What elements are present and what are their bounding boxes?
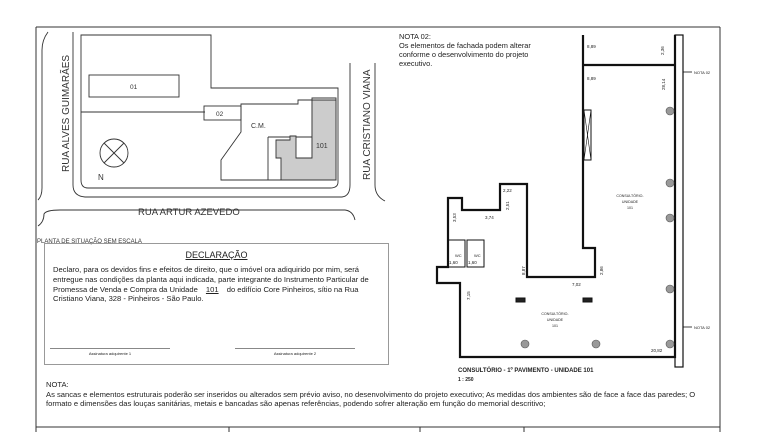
dim-top-width-2: 8,89 [587, 76, 596, 81]
declaration-title: DECLARAÇÃO [185, 250, 248, 260]
nota-02-marker-bottom: NOTA 02 [694, 325, 711, 330]
floor-plan [435, 34, 692, 368]
nota: NOTA: As sancas e elementos estruturais … [46, 380, 706, 409]
building-01 [88, 74, 180, 98]
dim-374: 3,74 [485, 215, 494, 220]
dim-353: 3,53 [452, 213, 457, 222]
signature-line-1[interactable]: Assinatura adquirente 1 [50, 348, 170, 356]
dim-bottom-width: 20,82 [651, 348, 663, 353]
signature-line-2[interactable]: Assinatura adquirente 2 [235, 348, 355, 356]
building-01-label: 01 [130, 84, 138, 91]
dim-right-height: 28,14 [661, 78, 666, 90]
dim-887: 8,87 [521, 266, 526, 275]
dim-715: 7,15 [466, 291, 471, 300]
street-curb-right [374, 63, 386, 202]
room-upper-line-1: CONSULTÓRIO- [616, 193, 644, 198]
street-curb-bottom [37, 209, 356, 227]
unit-walls [435, 35, 677, 359]
dim-top-depth: 2,36 [660, 46, 665, 55]
room-lower-line-1: CONSULTÓRIO- [541, 311, 569, 316]
cm-label: C.M. [251, 123, 266, 130]
room-upper-line-2: UNIDADE [622, 200, 639, 204]
nota-02-text: Os elementos de fachada podem alterar co… [399, 41, 531, 68]
street-left-label: RUA ALVES GUIMARÃES [59, 55, 72, 172]
dim-wc-1: 1,60 [449, 260, 458, 265]
dim-251: 2,51 [505, 201, 510, 210]
facade [674, 34, 684, 368]
street-curb-left [37, 31, 49, 201]
street-curb-block [72, 32, 351, 198]
columns [520, 106, 675, 349]
north-label: N [98, 173, 104, 182]
room-lower-line-2: UNIDADE [547, 318, 564, 322]
declaration-text-after: do edifício Core Pinheiros, sítio na Rua… [53, 284, 359, 304]
dim-wc-2: 1,60 [468, 260, 477, 265]
nota-title: NOTA: [46, 380, 69, 389]
floor-plan-scale: 1 : 250 [458, 377, 474, 383]
dim-top-width: 8,89 [587, 44, 596, 49]
building-02-label: 02 [216, 111, 224, 118]
sheet-frame [35, 26, 721, 432]
dim-286: 2,86 [599, 266, 604, 275]
shaft [583, 109, 592, 161]
street-right-label: RUA CRISTIANO VIANA [362, 69, 373, 180]
nota-02: NOTA 02: Os elementos de fachada podem a… [399, 32, 539, 68]
declaration-text-before: Declaro, para os devidos fins e efeitos … [53, 265, 369, 294]
street-bottom-label: RUA ARTUR AZEVEDO [138, 207, 240, 218]
room-lower-line-3: 101 [552, 324, 558, 328]
dim-702: 7,02 [572, 282, 581, 287]
wc-2-label: WC [474, 253, 481, 258]
unit-101-label: 101 [316, 143, 328, 150]
site-plan-caption: PLANTA DE SITUAÇÃO SEM ESCALA [37, 238, 142, 245]
nota-02-marker-top: NOTA 02 [694, 70, 711, 75]
wc-2 [466, 239, 485, 268]
lot-outline [80, 34, 339, 189]
room-upper-line-3: 101 [627, 206, 633, 210]
wc-1-label: WC [455, 253, 462, 258]
cm-area [220, 97, 337, 181]
declaration-unit-field[interactable]: 101 [205, 284, 219, 294]
nota-02-title: NOTA 02: [399, 32, 431, 41]
site-plan-labels: RUA ALVES GUIMARÃES RUA CRISTIANO VIANA … [37, 55, 373, 245]
nota-text: As sancas e elementos estruturais poderã… [46, 389, 696, 409]
wc-1 [447, 239, 466, 268]
site-plan [37, 31, 386, 227]
dim-222: 2,22 [503, 188, 512, 193]
floor-plan-title: CONSULTÓRIO - 1º PAVIMENTO - UNIDADE 101 [458, 368, 594, 374]
floor-plan-dimensions: 8,89 8,89 2,36 28,14 2,22 2,51 3,74 3,53… [449, 44, 711, 353]
unit-101-highlight [275, 99, 337, 181]
declaration-text: Declaro, para os devidos fins e efeitos … [53, 265, 382, 304]
north-arrow-icon [99, 138, 129, 168]
declaration-box: DECLARAÇÃO Declaro, para os devidos fins… [44, 243, 389, 365]
